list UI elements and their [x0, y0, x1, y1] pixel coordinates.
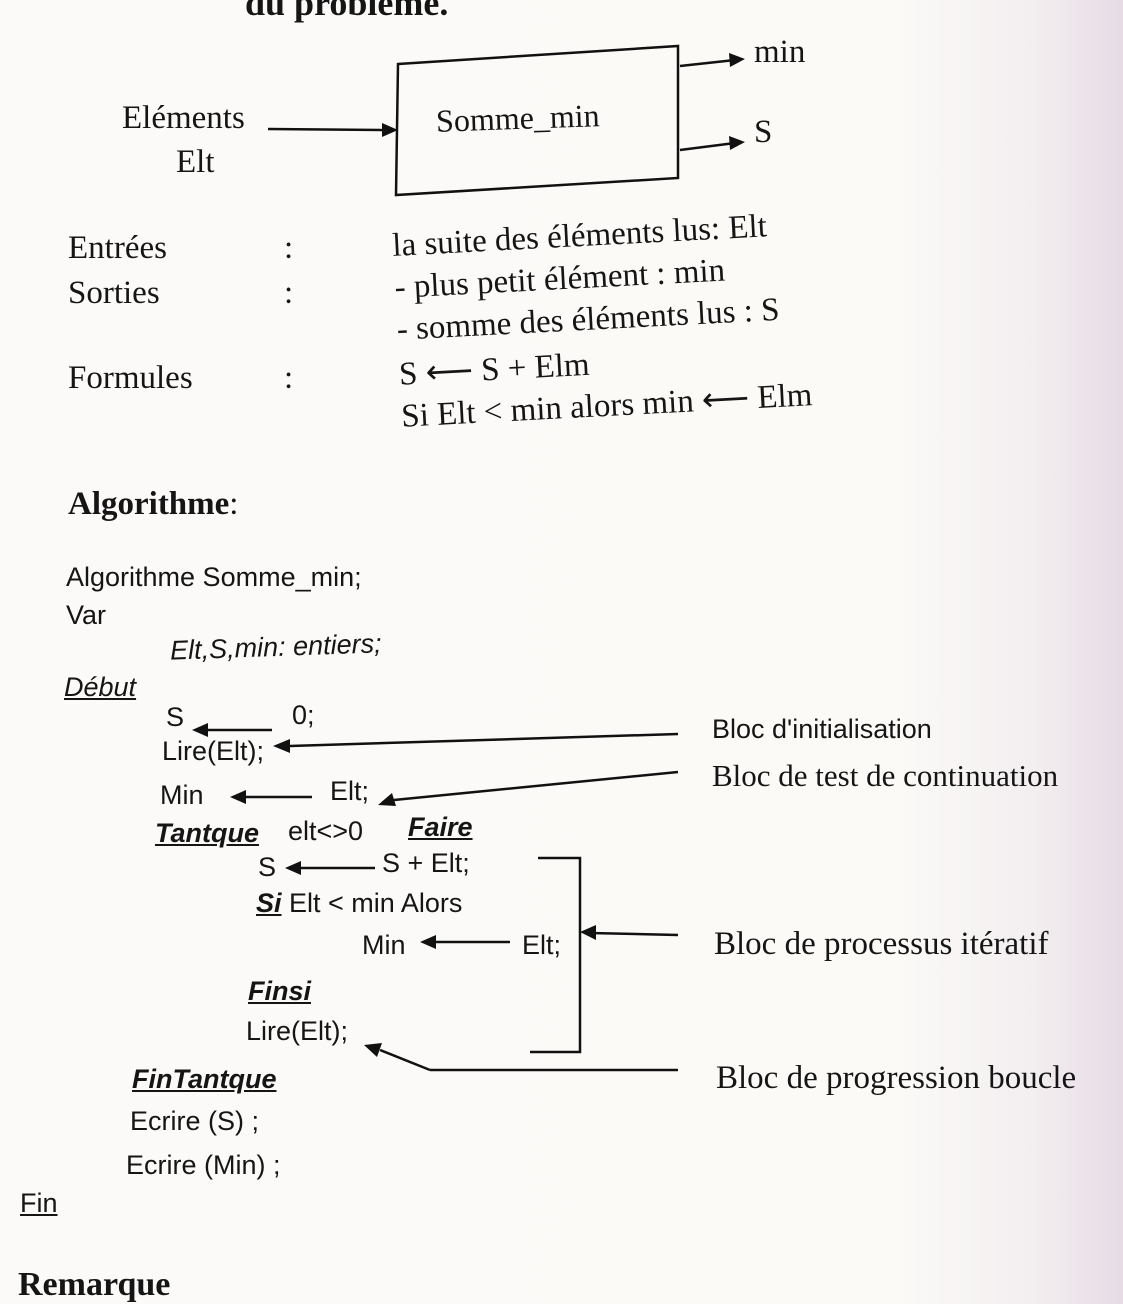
algo-heading: Algorithme:	[68, 486, 239, 522]
code-token: S	[166, 702, 185, 732]
somme-min-box	[394, 44, 680, 197]
entrees-label: Entrées	[68, 230, 167, 266]
code-token: S + Elt;	[382, 848, 470, 878]
sorties-label: Sorties	[68, 275, 160, 311]
annotation-progress: Bloc de progression boucle	[716, 1060, 1077, 1096]
code-keyword-fintantque: FinTantque	[132, 1064, 277, 1094]
footer-fragment: Remarque	[18, 1266, 171, 1303]
code-keyword-finsi: Finsi	[248, 976, 312, 1006]
code-token: Min	[362, 930, 406, 960]
code-token: Elt;	[330, 776, 370, 806]
code-token: Elt;	[522, 930, 562, 960]
code-line: Lire(Elt);	[162, 736, 265, 766]
input-label: Eléments	[122, 100, 245, 136]
code-line: Ecrire (Min) ;	[126, 1150, 281, 1180]
code-line: Ecrire (S) ;	[130, 1106, 260, 1136]
code-token: elt<>0	[288, 816, 364, 846]
code-keyword-debut: Début	[64, 672, 137, 702]
annotation-init: Bloc d'initialisation	[712, 714, 932, 744]
code-keyword-fin: Fin	[20, 1188, 58, 1218]
code-keyword-tantque: Tantque	[155, 818, 259, 848]
code-token: Min	[160, 780, 204, 810]
code-line: Var	[66, 600, 107, 630]
code-line: Lire(Elt);	[246, 1016, 349, 1046]
code-line: Algorithme Somme_min;	[66, 562, 362, 592]
output-min-arrow	[679, 58, 736, 68]
colon: :	[284, 275, 294, 311]
output-s-label: S	[754, 114, 773, 150]
code-token: S	[258, 852, 277, 882]
header-fragment: du problème.	[245, 0, 449, 23]
code-token: Elt < min Alors	[289, 888, 463, 918]
iterative-bracket	[530, 856, 582, 1054]
colon: :	[284, 230, 294, 266]
annotation-test: Bloc de test de continuation	[712, 758, 1059, 793]
code-token: 0;	[292, 700, 315, 730]
code-keyword-si: Si	[256, 888, 282, 918]
output-min-label: min	[754, 34, 806, 70]
output-s-arrow	[679, 141, 736, 152]
input-label-short: Elt	[176, 144, 215, 180]
box-label: Somme_min	[435, 97, 601, 139]
colon: :	[284, 360, 294, 396]
code-keyword-faire: Faire	[408, 812, 473, 842]
formules-label: Formules	[68, 360, 193, 396]
input-arrow	[267, 127, 389, 132]
annotation-process: Bloc de processus itératif	[714, 926, 1049, 962]
